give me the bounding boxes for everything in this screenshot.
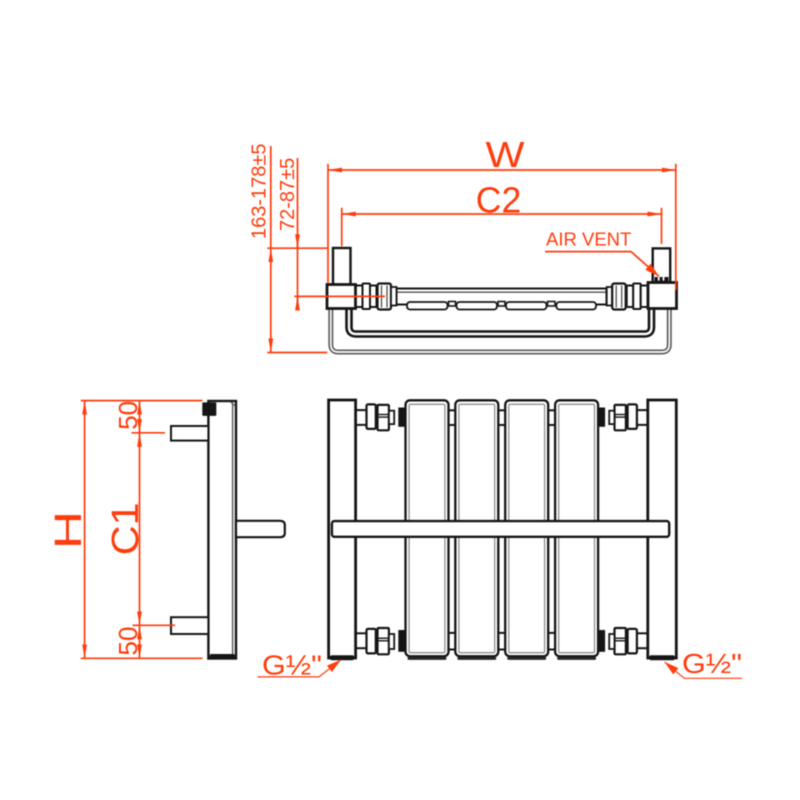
svg-text:H: H: [46, 511, 89, 549]
svg-text:AIR VENT: AIR VENT: [546, 229, 631, 250]
svg-text:50: 50: [113, 627, 143, 656]
svg-text:W: W: [486, 134, 525, 175]
svg-text:72-87±5: 72-87±5: [277, 158, 299, 231]
svg-text:50: 50: [113, 401, 143, 430]
svg-text:163-178±5: 163-178±5: [249, 144, 271, 240]
svg-text:G½": G½": [262, 650, 322, 681]
svg-text:C1: C1: [105, 502, 147, 555]
svg-text:G½": G½": [682, 648, 742, 679]
svg-text:C2: C2: [476, 180, 522, 221]
